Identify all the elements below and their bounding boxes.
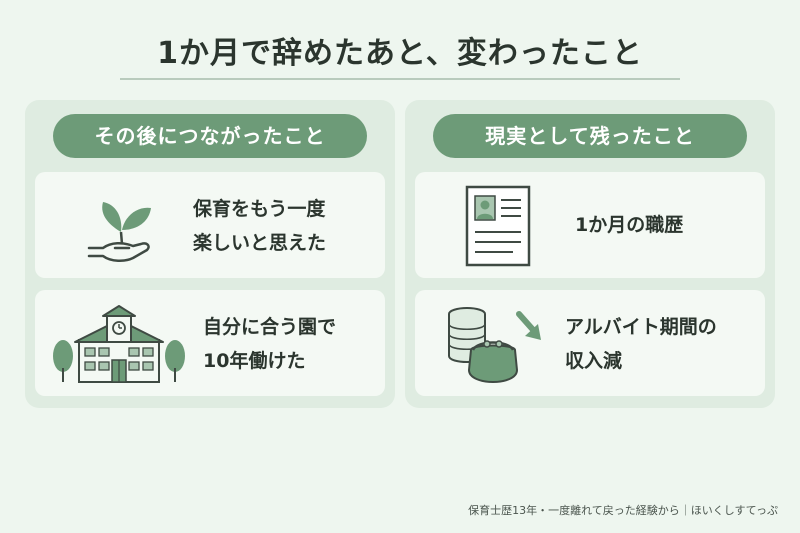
card-text-line: 収入減 xyxy=(565,350,623,372)
card-text-line: 保育をもう一度 xyxy=(193,198,326,220)
coins-purse-decrease-icon xyxy=(448,307,541,383)
card-text-line: 10年働けた xyxy=(203,350,306,372)
card-income-decrease: アルバイト期間の 収入減 xyxy=(415,290,765,396)
panel-positive-outcomes: その後につながったこと 保育をもう一度 楽しいと思えた xyxy=(25,100,395,408)
panel-realistic-outcomes: 現実として残ったこと 1か月の職歴 xyxy=(405,100,775,408)
card-enjoy-childcare: 保育をもう一度 楽しいと思えた xyxy=(35,172,385,278)
title-divider xyxy=(120,78,680,80)
page-title: 1か月で辞めたあと、変わったこと xyxy=(157,36,643,71)
panel-heading-positive: その後につながったこと xyxy=(53,114,367,158)
panel-heading-reality: 現実として残ったこと xyxy=(433,114,747,158)
sprout-hand-icon xyxy=(87,202,151,262)
card-text-line: 1か月の職歴 xyxy=(575,214,684,236)
card-ten-years: 自分に合う園で 10年働けた xyxy=(35,290,385,396)
card-text-line: 楽しいと思えた xyxy=(193,232,327,254)
school-building-icon xyxy=(53,305,185,383)
card-short-career: 1か月の職歴 xyxy=(415,172,765,278)
source-credit: 保育士歴13年・一度離れて戻った経験から｜ほいくしすてっぷ xyxy=(468,504,778,517)
resume-document-icon xyxy=(465,185,531,267)
card-text-line: 自分に合う園で xyxy=(203,316,337,338)
card-text-line: アルバイト期間の xyxy=(565,316,717,338)
